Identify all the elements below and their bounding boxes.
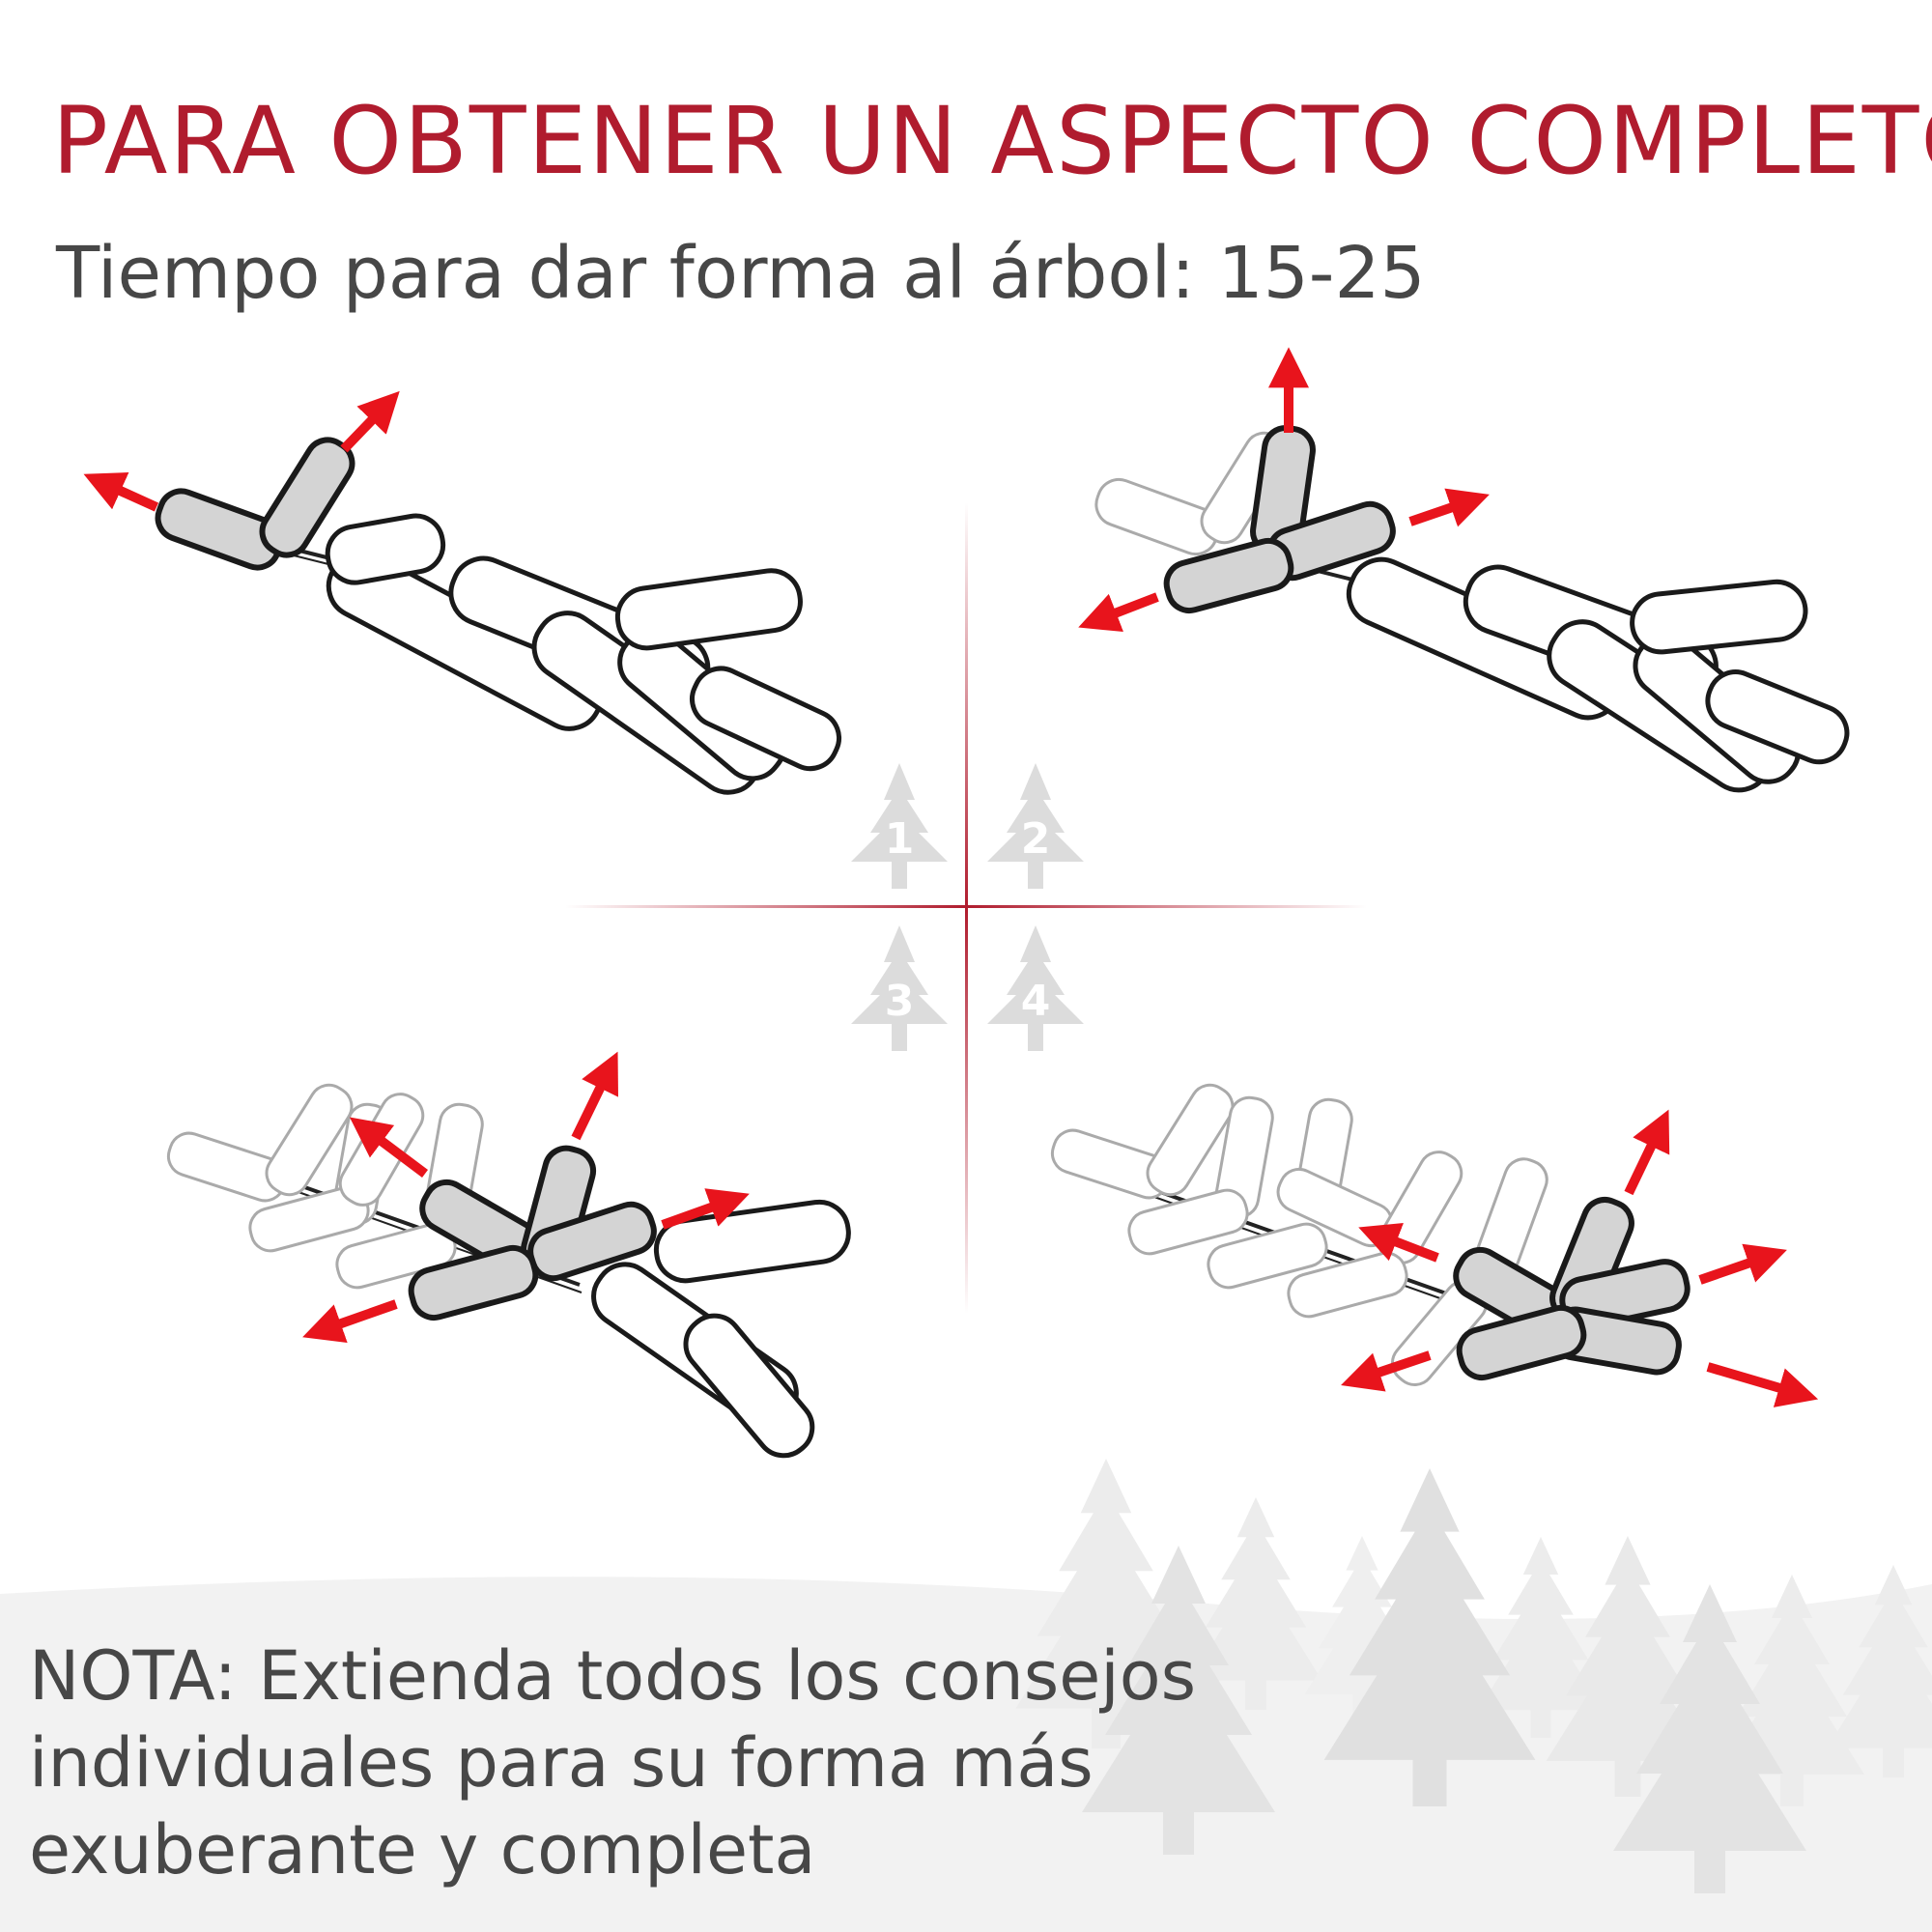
page-title: PARA OBTENER UN ASPECTO COMPLETO [52, 87, 1932, 195]
step-marker-1: 1 [851, 763, 948, 889]
svg-text:2: 2 [1021, 814, 1051, 864]
step-marker-2: 2 [987, 763, 1084, 889]
shaping-time-text: Tiempo para dar forma al árbol: 15-25 [56, 232, 1426, 315]
branch-illustration-step-1 [83, 390, 841, 795]
step-marker-4: 4 [987, 925, 1084, 1051]
step-markers: 1 2 3 4 [851, 763, 1084, 1051]
branch-illustration-step-4 [1050, 1083, 1819, 1407]
svg-text:3: 3 [885, 977, 915, 1026]
note-line-2: individuales para su forma más [29, 1723, 1094, 1803]
svg-text:4: 4 [1021, 977, 1051, 1026]
note-line-1: NOTA: Extienda todos los consejos [29, 1636, 1197, 1716]
quadrant-divider [565, 502, 1367, 1314]
branch-illustration-step-2 [1078, 347, 1850, 793]
note-text: NOTA: Extienda todos los consejos indivi… [29, 1633, 1196, 1893]
step-marker-3: 3 [851, 925, 948, 1051]
note-line-3: exuberante y completa [29, 1810, 816, 1889]
background-scenery [0, 1459, 1932, 1932]
svg-text:1: 1 [885, 814, 915, 864]
branch-illustration-step-3 [166, 1051, 851, 1459]
